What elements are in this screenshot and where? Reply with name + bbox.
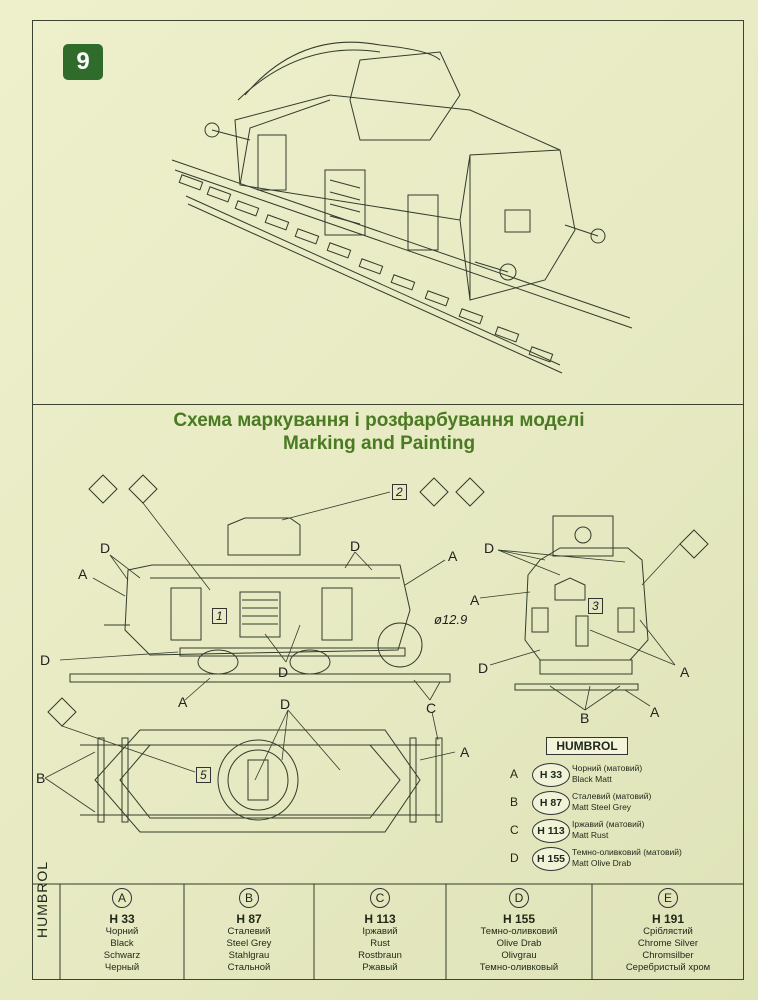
callout-d: D [280, 696, 291, 712]
callout-a: A [448, 548, 458, 564]
callout-a: A [178, 694, 188, 710]
decal-number-3: 3 [588, 598, 603, 614]
paint-column-d: D H 155 Темно-оливковий Olive Drab Olivg… [448, 886, 590, 982]
paint-code-oval: H 155 [532, 847, 570, 871]
legend-title: HUMBROL [546, 737, 628, 755]
decal-number-1: 1 [212, 608, 227, 624]
callout-d: D [40, 652, 51, 668]
callout-a: A [78, 566, 88, 582]
paint-column-e: E H 191 Сріблястий Chrome Silver Chromsi… [594, 886, 742, 982]
paint-column-b: B H 87 Сталевий Steel Grey Stahlgrau Ста… [186, 886, 312, 982]
callout-a: A [680, 664, 690, 680]
sleepers [178, 174, 554, 363]
turret-top [217, 739, 299, 821]
callout-c: C [426, 700, 437, 716]
step-number-badge: 9 [63, 44, 103, 80]
side-rail [69, 673, 451, 683]
decal-number-2: 2 [392, 484, 407, 500]
front-turret [552, 515, 614, 557]
table-brand-label: HUMBROL [34, 860, 50, 938]
callout-d: D [350, 538, 361, 554]
callout-d: D [478, 660, 489, 676]
vent-grille [324, 169, 366, 236]
callout-b: B [580, 710, 590, 726]
callout-d: D [484, 540, 495, 556]
paint-code-oval: H 87 [532, 791, 570, 815]
painting-title-en: Marking and Painting [282, 433, 476, 454]
callout-b: B [36, 770, 46, 786]
callout-d: D [100, 540, 111, 556]
turret [349, 51, 461, 141]
top-view [80, 729, 443, 833]
paint-code-oval: H 113 [532, 819, 570, 843]
paint-column-c: C H 113 Іржавий Rust Rostbraun Ржавый [316, 886, 444, 982]
decal-number-5: 5 [196, 767, 211, 783]
paint-column-a: A H 33 Чорний Black Schwarz Черный [62, 886, 182, 982]
side-view [69, 517, 451, 683]
callout-a: A [650, 704, 660, 720]
callout-d: D [278, 664, 289, 680]
hull-3d [204, 41, 606, 301]
side-grille [239, 591, 281, 638]
section-divider [32, 404, 744, 405]
callout-a: A [460, 744, 470, 760]
leader-lines [44, 491, 681, 813]
painting-title-ua: Схема маркування і розфарбування моделі [173, 410, 585, 431]
paint-code-oval: H 33 [532, 763, 570, 787]
diameter-label: ø12.9 [434, 612, 468, 627]
callout-a: A [470, 592, 480, 608]
side-turret [227, 517, 301, 556]
page-frame [32, 20, 744, 980]
